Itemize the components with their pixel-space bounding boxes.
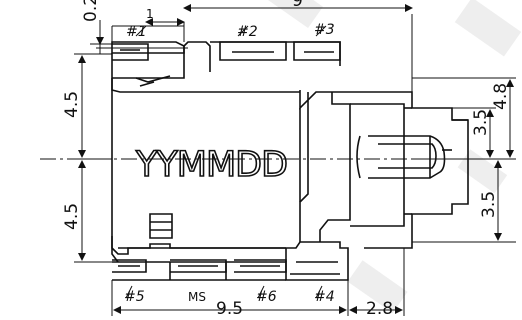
watermark <box>267 0 522 314</box>
connector-outline <box>111 41 469 281</box>
pin-label-1: #1 <box>126 24 147 40</box>
pin-label-3: #3 <box>314 22 335 38</box>
dimension-right-outer: 4.8 <box>491 83 511 110</box>
pin-label-6: #6 <box>256 289 277 305</box>
dimension-lines <box>74 4 516 316</box>
dimension-right-lower: 3.5 <box>479 191 499 218</box>
dimension-left-lower: 4.5 <box>62 203 82 230</box>
pin-label-4: #4 <box>314 289 335 305</box>
pin-label-5: #5 <box>124 289 145 305</box>
dimension-bottom-main: 9.5 <box>216 299 243 319</box>
dimension-top-pitch: 1 <box>146 7 154 21</box>
marking-text: YYMMDD <box>135 145 287 185</box>
dimension-top-left: 0.2 <box>81 0 101 22</box>
dimension-left-upper: 4.5 <box>62 91 82 118</box>
pin-label-2: #2 <box>237 24 258 40</box>
dimension-top-main: 9 <box>292 0 303 11</box>
pin-label-ms: MS <box>188 290 206 304</box>
dimension-right-upper: 3.5 <box>471 109 491 136</box>
dimension-bottom-right: 2.8 <box>366 299 393 319</box>
